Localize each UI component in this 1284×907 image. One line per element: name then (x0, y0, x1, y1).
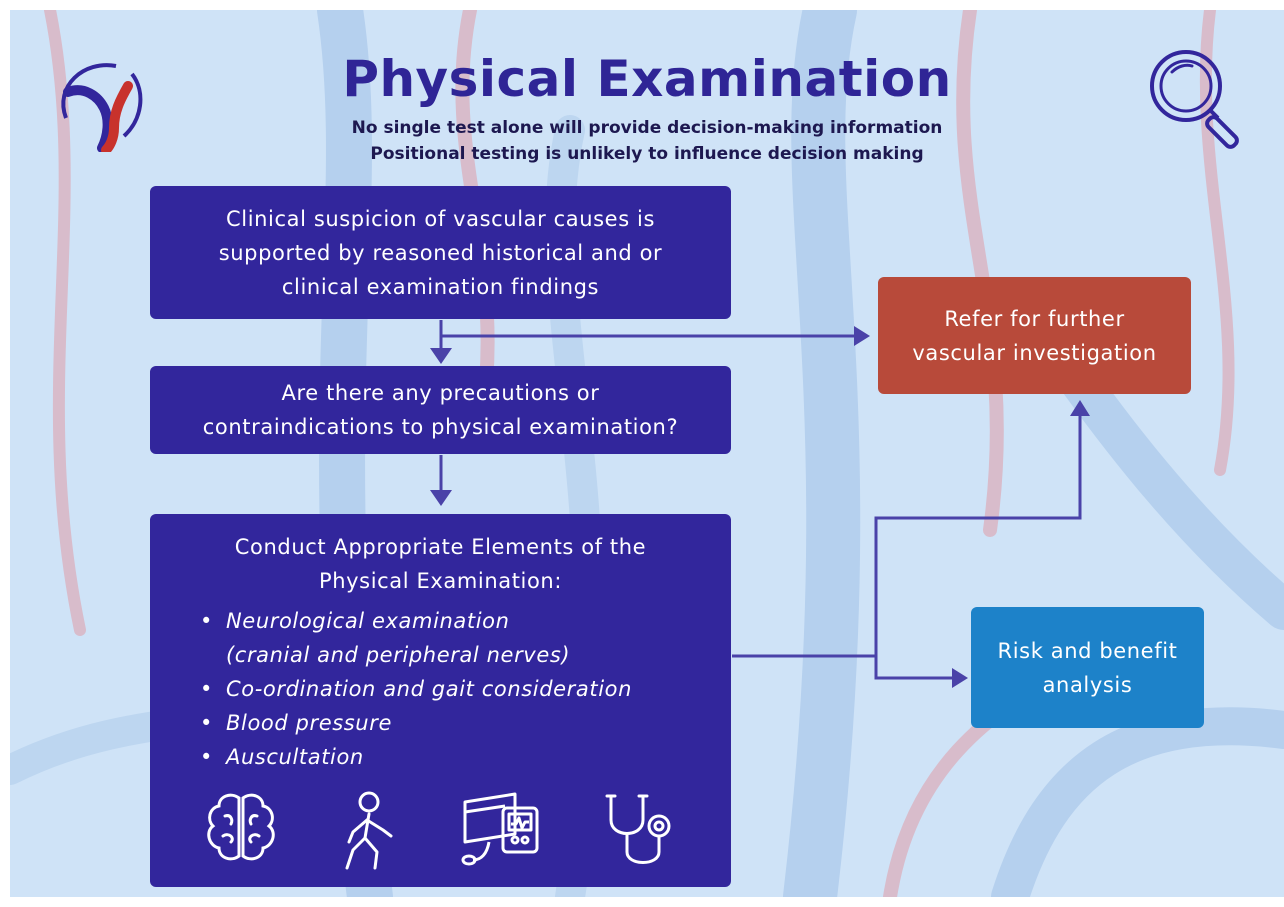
subtitle-line-2: Positional testing is unlikely to influe… (370, 144, 924, 164)
node-risk-line-2: analysis (1042, 672, 1133, 697)
subtitle-line-1: No single test alone will provide decisi… (351, 118, 943, 138)
node-precautions-line-2: contraindications to physical examinatio… (202, 415, 679, 439)
infographic-canvas: Physical Examination No single test alon… (10, 10, 1284, 897)
examination-elements-list: •Neurological examination (cranial and p… (190, 604, 691, 774)
node-refer-vascular: Refer for further vascular investigation (878, 277, 1191, 394)
vascular-logo-icon (61, 63, 143, 152)
list-item-text: Auscultation (226, 745, 364, 769)
brain-icon (206, 793, 275, 861)
node-precautions-line-1: Are there any precautions or (281, 381, 600, 405)
arrow-conduct-to-risk (732, 654, 954, 680)
node-clinical-suspicion-line-3: clinical examination findings (281, 274, 600, 299)
list-item: •Neurological examination (200, 609, 510, 633)
node-precautions: Are there any precautions or contraindic… (150, 366, 731, 454)
list-item-continuation: (cranial and peripheral nerves) (190, 638, 691, 672)
examination-icons (203, 790, 679, 872)
node-risk-benefit: Risk and benefit analysis (971, 607, 1204, 728)
walking-person-icon (345, 791, 392, 870)
list-item: •Auscultation (200, 745, 364, 769)
node-refer-line-2: vascular investigation (912, 340, 1157, 365)
stethoscope-icon (605, 794, 670, 864)
node-clinical-suspicion-line-1: Clinical suspicion of vascular causes is (226, 206, 655, 231)
list-item-text: Blood pressure (226, 711, 392, 735)
magnifying-glass-icon (1150, 50, 1239, 149)
list-item: •Co-ordination and gait consideration (200, 677, 632, 701)
list-item-text: Neurological examination (226, 609, 510, 633)
node-clinical-suspicion: Clinical suspicion of vascular causes is… (150, 186, 731, 319)
blood-pressure-monitor-icon (461, 792, 538, 866)
node-risk-line-1: Risk and benefit (997, 638, 1178, 663)
node-conduct-heading-line-2: Physical Examination: (318, 569, 563, 593)
list-item: •Blood pressure (200, 711, 392, 735)
node-conduct-heading-line-1: Conduct Appropriate Elements of the (234, 535, 647, 559)
arrow-branch-to-refer (874, 415, 1082, 656)
flow-arrows (430, 320, 1090, 688)
node-refer-line-1: Refer for further (944, 306, 1125, 331)
list-item-text: Co-ordination and gait consideration (226, 677, 632, 701)
node-conduct-examination: Conduct Appropriate Elements of the Phys… (150, 514, 731, 887)
page-title: Physical Examination (342, 50, 952, 108)
node-clinical-suspicion-line-2: supported by reasoned historical and or (218, 240, 663, 265)
list-item-text: (cranial and peripheral nerves) (226, 643, 571, 667)
